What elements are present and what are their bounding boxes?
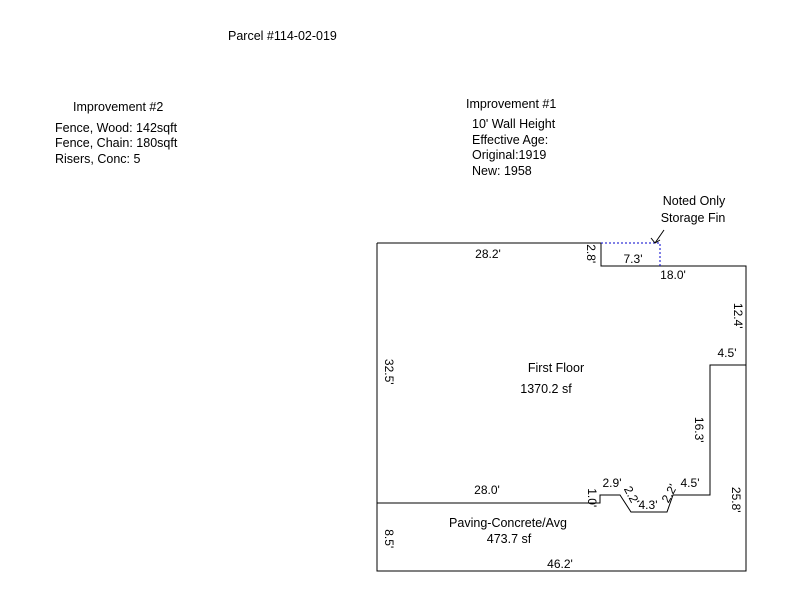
storage-leader-arrowhead	[650, 237, 661, 244]
improvement-2-line: Risers, Conc: 5	[55, 152, 141, 166]
storage-leader	[654, 229, 665, 244]
dimension-label: 46.2'	[547, 557, 573, 571]
dimension-label: 32.5'	[381, 358, 396, 385]
dimension-label: 4.5'	[680, 476, 700, 490]
storage-note-line: Storage Fin	[660, 211, 726, 225]
improvement-1-line: 10' Wall Height	[472, 117, 556, 131]
first-floor-label: First Floor	[527, 361, 585, 375]
dimension-label: 1.0'	[584, 488, 599, 508]
improvement-1-title: Improvement #1	[466, 97, 557, 111]
dimension-label: 2.9'	[602, 476, 622, 490]
storage-note-line: Noted Only	[662, 194, 726, 208]
dimension-label: 18.0'	[660, 268, 686, 282]
dimension-label: 28.2'	[475, 247, 501, 261]
first-floor-area: 1370.2 sf	[520, 382, 572, 396]
improvement-1-line: Effective Age:	[472, 133, 549, 147]
dimension-label: 28.0'	[474, 483, 500, 497]
improvement-1-line: Original:1919	[472, 148, 547, 162]
dimension-label: 4.5'	[717, 346, 737, 360]
dimension-label: 2.8'	[583, 244, 598, 264]
dimension-label: 4.3'	[638, 498, 658, 512]
improvement-2-line: Fence, Chain: 180sqft	[55, 136, 178, 150]
improvement-2-title: Improvement #2	[73, 100, 164, 114]
first-floor-bottom-wall	[377, 364, 746, 513]
dimension-label: 12.4'	[730, 302, 745, 329]
dimension-label: 7.3'	[623, 252, 643, 266]
dimension-label: 25.8'	[728, 486, 743, 513]
parcel-label: Parcel #114-02-019	[228, 29, 337, 43]
paving-area: 473.7 sf	[486, 532, 532, 546]
paving-label: Paving-Concrete/Avg	[449, 516, 567, 530]
dimension-label: 16.3'	[691, 416, 706, 443]
dimension-label: 8.5'	[381, 529, 396, 549]
improvement-1-line: New: 1958	[472, 164, 532, 178]
improvement-2-line: Fence, Wood: 142sqft	[55, 121, 178, 135]
